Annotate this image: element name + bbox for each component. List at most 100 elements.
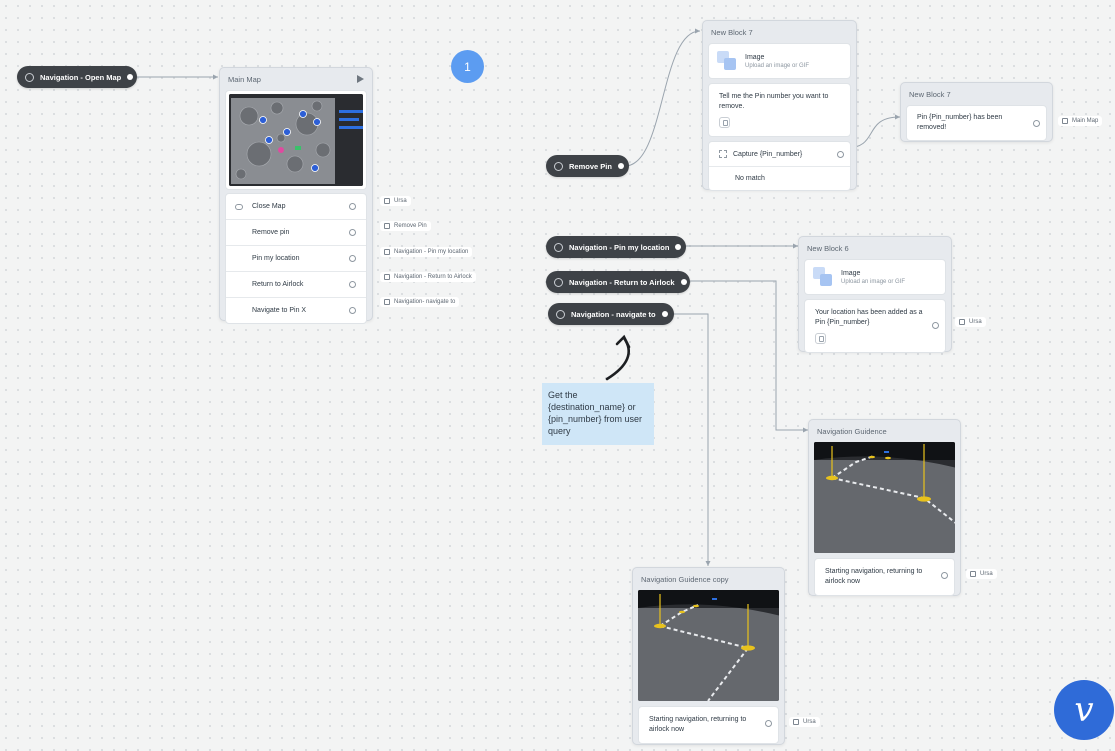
target-label: Ursa <box>969 319 982 325</box>
navigation-guidence-block[interactable]: Navigation Guidence Starting navigation,… <box>808 419 961 596</box>
text-step[interactable]: Pin {Pin_number} has been removed! <box>906 105 1047 141</box>
text-step[interactable]: Starting navigation, returning to airloc… <box>638 706 779 744</box>
block-link-icon <box>384 198 390 204</box>
block-link-icon <box>970 571 976 577</box>
choice-port[interactable] <box>349 255 356 262</box>
message-text: Starting navigation, returning to airloc… <box>649 716 747 733</box>
block-title: New Block 6 <box>807 243 849 253</box>
target-label: Ursa <box>980 571 993 577</box>
step-port[interactable] <box>765 720 772 727</box>
step-port[interactable] <box>941 572 948 579</box>
return-to-airlock-label: Navigation - Return to Airlock <box>569 277 675 287</box>
output-port[interactable] <box>680 279 687 285</box>
go-to-main-map-link[interactable]: Main Map <box>1058 116 1103 126</box>
choice-return-to-airlock[interactable]: Return to Airlock <box>226 272 366 298</box>
note-text: Get the {destination_name} or {pin_numbe… <box>548 390 643 436</box>
target-label: Main Map <box>1072 118 1099 124</box>
target-label: Navigation - Pin my location <box>394 249 469 255</box>
hand-drawn-arrow <box>605 334 631 381</box>
remove-pin-label: Remove Pin <box>569 161 612 171</box>
target-label: Ursa <box>394 198 407 204</box>
return-to-airlock-intent-pill[interactable]: Navigation - Return to Airlock <box>546 271 690 293</box>
output-port[interactable] <box>127 74 134 80</box>
go-to-ursa-link[interactable]: Ursa <box>380 196 411 206</box>
message-text: Starting navigation, returning to airloc… <box>825 568 923 585</box>
choice-label: Pin my location <box>252 255 300 262</box>
intent-link-icon <box>384 249 390 255</box>
block-title: New Block 7 <box>909 89 951 99</box>
text-step[interactable]: Tell me the Pin number you want to remov… <box>708 83 851 137</box>
go-to-ursa-link[interactable]: Ursa <box>789 717 820 727</box>
step-port[interactable] <box>1033 120 1040 127</box>
navigation-guidence-copy-block[interactable]: Navigation Guidence copy Starting naviga… <box>632 567 785 745</box>
image-step[interactable]: Image Upload an image or GIF <box>804 259 946 295</box>
output-port[interactable] <box>661 311 668 317</box>
go-to-remove-pin-link[interactable]: Remove Pin <box>380 221 431 231</box>
go-to-ursa-link[interactable]: Ursa <box>955 317 986 327</box>
choice-label: Return to Airlock <box>252 281 304 288</box>
go-to-ursa-link[interactable]: Ursa <box>966 569 997 579</box>
path-illustration <box>638 590 779 701</box>
image-step[interactable]: Image Upload an image or GIF <box>708 43 851 79</box>
block-link-icon <box>959 319 965 325</box>
choice-port[interactable] <box>349 229 356 236</box>
choice-port[interactable] <box>349 203 356 210</box>
choice-remove-pin[interactable]: Remove pin <box>226 220 366 246</box>
play-icon[interactable] <box>357 75 364 83</box>
new-block-7-prompt[interactable]: New Block 7 Image Upload an image or GIF… <box>702 20 857 191</box>
voiceflow-logo[interactable]: v <box>1054 680 1114 740</box>
choice-label: Remove pin <box>252 229 290 236</box>
capture-port[interactable] <box>837 150 844 158</box>
block-title: New Block 7 <box>711 27 753 37</box>
choice-close-map[interactable]: Close Map <box>226 194 366 220</box>
remove-pin-intent-pill[interactable]: Remove Pin <box>546 155 629 177</box>
step-port[interactable] <box>932 322 939 329</box>
image-label: Image <box>745 53 765 61</box>
choice-navigate-to-pin[interactable]: Navigate to Pin X <box>226 298 366 323</box>
go-to-pin-my-location-link[interactable]: Navigation - Pin my location <box>380 247 473 257</box>
main-map-block[interactable]: Main Map <box>219 67 373 324</box>
navigate-to-intent-pill[interactable]: Navigation - navigate to <box>548 303 674 325</box>
capture-step[interactable]: Capture {Pin_number} No match <box>708 141 851 191</box>
choice-label: Navigate to Pin X <box>252 307 307 314</box>
capture-label: Capture {Pin_number} <box>733 150 803 158</box>
close-map-icon <box>235 203 243 210</box>
intent-icon <box>554 277 563 287</box>
logo-letter: v <box>1074 690 1094 730</box>
choice-port[interactable] <box>349 281 356 288</box>
output-port[interactable] <box>675 244 682 250</box>
text-step[interactable]: Starting navigation, returning to airloc… <box>814 558 955 596</box>
intent-icon <box>554 161 563 171</box>
choice-port[interactable] <box>349 307 356 314</box>
intent-link-icon <box>384 274 390 280</box>
target-label: Remove Pin <box>394 223 427 229</box>
lunar-path-image <box>638 590 779 701</box>
image-sublabel: Upload an image or GIF <box>841 278 906 285</box>
intent-icon <box>556 309 565 319</box>
go-to-return-to-airlock-link[interactable]: Navigation - Return to Airlock <box>380 272 476 282</box>
message-text: Your location has been added as a Pin {P… <box>815 309 923 326</box>
intent-icon <box>25 72 34 82</box>
new-block-6[interactable]: New Block 6 Image Upload an image or GIF… <box>798 236 952 353</box>
map-illustration <box>229 94 363 186</box>
pin-my-location-intent-pill[interactable]: Navigation - Pin my location <box>546 236 686 258</box>
intent-link-icon <box>384 299 390 305</box>
image-icon <box>717 51 737 71</box>
intent-link-icon <box>384 223 390 229</box>
no-match-label: No match <box>735 175 765 182</box>
path-illustration <box>814 442 955 553</box>
lunar-path-image <box>814 442 955 553</box>
sticky-note[interactable]: Get the {destination_name} or {pin_numbe… <box>542 383 654 445</box>
new-block-7-confirm[interactable]: New Block 7 Pin {Pin_number} has been re… <box>900 82 1053 142</box>
image-sublabel: Upload an image or GIF <box>745 62 810 69</box>
text-step[interactable]: Your location has been added as a Pin {P… <box>804 299 946 353</box>
choice-pin-my-location[interactable]: Pin my location <box>226 246 366 272</box>
open-map-label: Navigation - Open Map <box>40 72 122 82</box>
navigate-to-label: Navigation - navigate to <box>571 309 656 319</box>
open-map-intent-pill[interactable]: Navigation - Open Map <box>17 66 137 88</box>
step-badge: 1 <box>451 50 484 83</box>
output-port[interactable] <box>617 163 624 169</box>
audio-icon <box>719 117 730 128</box>
go-to-navigate-to-link[interactable]: Navigation- navigate to <box>380 297 460 307</box>
image-icon <box>813 267 833 287</box>
